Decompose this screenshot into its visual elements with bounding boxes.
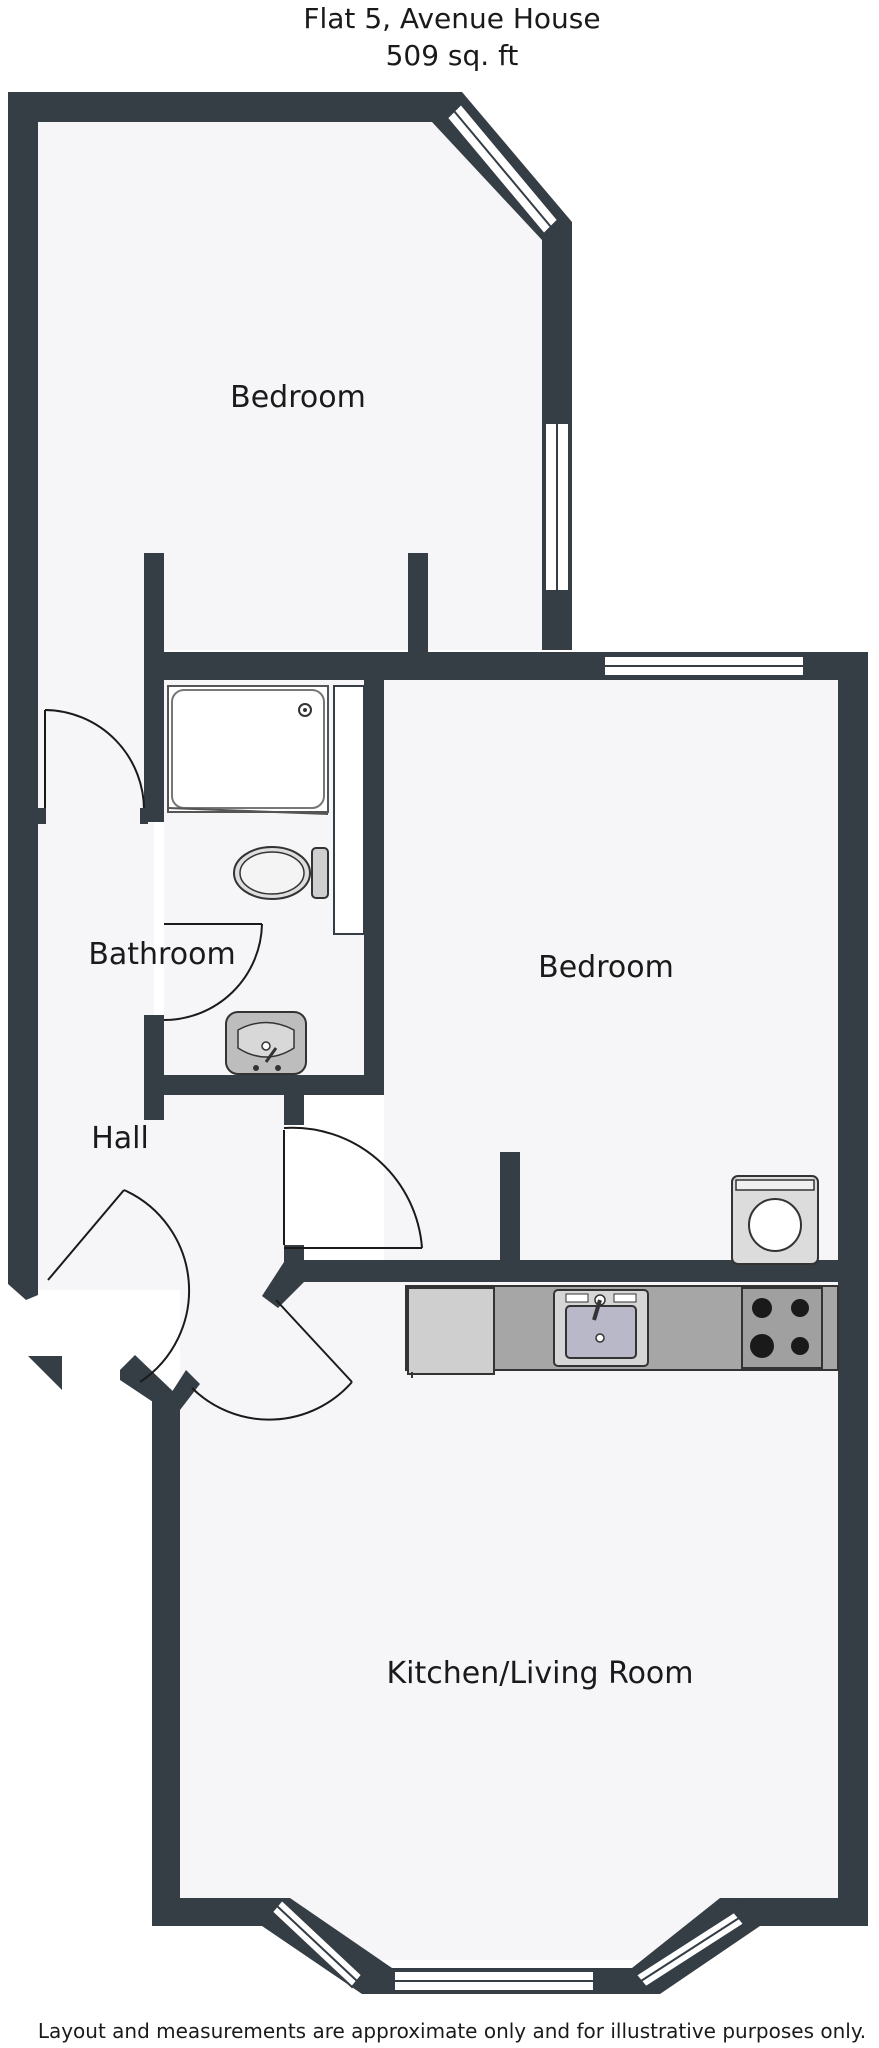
plan-area: 509 sq. ft xyxy=(386,39,519,72)
floor-hall-lower xyxy=(154,1095,284,1290)
doors xyxy=(38,709,423,1421)
washing-machine-icon xyxy=(731,1175,819,1265)
hob-icon xyxy=(741,1287,823,1369)
wall-top xyxy=(8,92,448,122)
bath-cabinet xyxy=(333,685,365,935)
toilet-cistern xyxy=(311,847,329,899)
wall-stub-2 xyxy=(408,553,428,653)
room-label-hall: Hall xyxy=(91,1121,149,1156)
wall-right xyxy=(838,652,868,1926)
floor-hall xyxy=(38,650,154,1290)
kitchen-counter xyxy=(405,1285,839,1378)
door-bathroom xyxy=(163,923,263,1021)
room-label-kitchen-living: Kitchen/Living Room xyxy=(386,1656,693,1691)
room-label-bedroom-top: Bedroom xyxy=(230,380,366,415)
fridge-icon xyxy=(407,1287,495,1375)
floor-kitchen-living xyxy=(180,1280,838,1960)
wall-entry-left xyxy=(8,1284,38,1300)
door-bedroom-right xyxy=(283,1126,423,1249)
disclaimer: Layout and measurements are approximate … xyxy=(38,2019,866,2043)
wall-kitchen-bottom-left xyxy=(152,1898,280,1926)
floors xyxy=(38,122,838,1960)
wall-hall-angle xyxy=(262,1262,304,1308)
wall-kitchen-top xyxy=(284,1260,838,1282)
plan-title: Flat 5, Avenue House xyxy=(303,2,600,35)
wall-left xyxy=(8,92,38,1284)
windows xyxy=(270,102,805,1992)
floor-bedroom-top xyxy=(38,122,542,650)
room-label-bedroom-right: Bedroom xyxy=(538,950,674,985)
bathroom-fixtures xyxy=(167,685,365,1075)
door-bedroom-top xyxy=(38,709,148,824)
wall-bath-bottom xyxy=(144,1075,384,1095)
door-kitchen xyxy=(191,1299,353,1421)
wall-entry-jamb xyxy=(28,1356,62,1390)
wall-kitchen-left xyxy=(152,1395,180,1926)
room-label-bathroom: Bathroom xyxy=(88,937,235,972)
wall-bath-left-bottom xyxy=(144,1015,164,1120)
wall-hall-stub xyxy=(284,1095,304,1125)
wall-bedroom-stub xyxy=(500,1152,520,1262)
wall-bath-left-top xyxy=(144,652,164,822)
wall-bath-right xyxy=(364,680,384,1095)
door-entry xyxy=(47,1189,191,1383)
floor-bedroom-right xyxy=(384,680,838,1260)
wall-stub-1 xyxy=(144,553,164,653)
